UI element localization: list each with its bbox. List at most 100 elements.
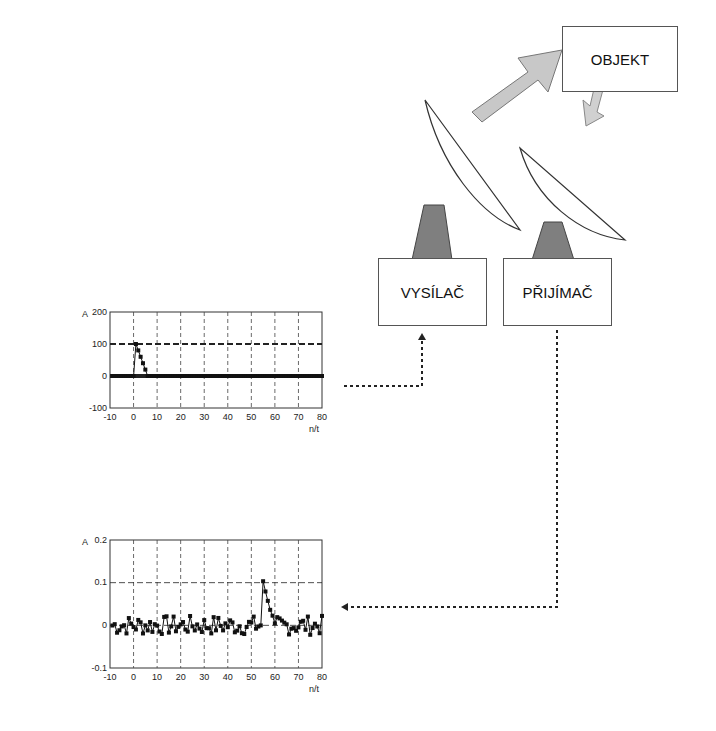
axis-label: 30 bbox=[199, 413, 209, 422]
sample-point bbox=[165, 614, 169, 618]
sample-point bbox=[132, 374, 136, 378]
axis-label: 0.1 bbox=[94, 578, 107, 587]
transmitter-dish bbox=[425, 100, 520, 230]
axis-label: -0.1 bbox=[91, 664, 107, 673]
axis-label: 10 bbox=[152, 413, 162, 422]
axis-label: 200 bbox=[92, 308, 107, 317]
dish-stand bbox=[412, 205, 452, 260]
receiver-box: PŘIJÍMAČ bbox=[503, 258, 612, 326]
grid-line bbox=[251, 312, 252, 408]
box-label: OBJEKT bbox=[591, 51, 649, 68]
signal-link bbox=[344, 334, 422, 386]
sample-point bbox=[160, 632, 164, 636]
sample-point bbox=[268, 608, 272, 612]
sample-point bbox=[193, 628, 197, 632]
transmit-arrow bbox=[472, 50, 562, 122]
signal-trace bbox=[112, 581, 322, 635]
grid-line bbox=[251, 540, 252, 668]
sample-point bbox=[287, 632, 291, 636]
grid-line bbox=[157, 540, 158, 668]
box-label: PŘIJÍMAČ bbox=[522, 284, 592, 301]
sample-point bbox=[207, 626, 211, 630]
sample-point bbox=[271, 614, 275, 618]
axis-label: n/t bbox=[309, 685, 319, 694]
plot-frame bbox=[110, 540, 322, 668]
sample-point bbox=[117, 628, 121, 632]
axis-label: 0 bbox=[131, 673, 136, 682]
sample-point bbox=[301, 619, 305, 623]
sample-point bbox=[134, 627, 138, 631]
sample-point bbox=[172, 615, 176, 619]
axis-label: -10 bbox=[103, 413, 116, 422]
axis-label: 40 bbox=[223, 673, 233, 682]
axis-label: 60 bbox=[270, 673, 280, 682]
axis-label: 50 bbox=[246, 673, 256, 682]
sample-point bbox=[318, 631, 322, 635]
sample-point bbox=[212, 615, 216, 619]
sample-point bbox=[146, 628, 150, 632]
axis-label: -100 bbox=[89, 404, 107, 413]
sample-point bbox=[209, 631, 213, 635]
sample-point bbox=[141, 361, 145, 365]
sample-point bbox=[320, 614, 324, 618]
plot-frame bbox=[110, 312, 322, 408]
grid-line bbox=[227, 312, 228, 408]
sample-point bbox=[127, 616, 131, 620]
sample-point bbox=[252, 615, 256, 619]
sample-point bbox=[304, 628, 308, 632]
sample-point bbox=[195, 622, 199, 626]
signal-trace bbox=[112, 344, 322, 376]
sample-point bbox=[266, 599, 270, 603]
sample-point bbox=[242, 632, 246, 636]
grid-line bbox=[157, 312, 158, 408]
grid-line bbox=[133, 312, 134, 408]
axis-label: 70 bbox=[293, 673, 303, 682]
sample-point bbox=[320, 374, 324, 378]
sample-point bbox=[134, 342, 138, 346]
axis-label: 40 bbox=[223, 413, 233, 422]
axis-label: 0 bbox=[131, 413, 136, 422]
sample-point bbox=[259, 623, 263, 627]
grid-line bbox=[110, 374, 322, 378]
axis-label: 80 bbox=[317, 673, 327, 682]
sample-point bbox=[261, 579, 265, 583]
axis-label: A bbox=[82, 538, 88, 547]
grid-line bbox=[274, 312, 275, 408]
sample-point bbox=[311, 626, 315, 630]
axis-label: 10 bbox=[152, 673, 162, 682]
grid-line bbox=[133, 540, 134, 668]
signal-link bbox=[342, 330, 557, 607]
grid-line bbox=[298, 540, 299, 668]
axis-label: 100 bbox=[92, 340, 107, 349]
sample-point bbox=[226, 625, 230, 629]
sample-point bbox=[273, 621, 277, 625]
sample-point bbox=[167, 631, 171, 635]
sample-point bbox=[150, 630, 154, 634]
sample-point bbox=[214, 628, 218, 632]
sample-point bbox=[308, 633, 312, 637]
dish-stand bbox=[532, 222, 574, 260]
axis-label: 0 bbox=[102, 621, 107, 630]
sample-point bbox=[148, 620, 152, 624]
grid-line bbox=[298, 312, 299, 408]
axis-label: 0.2 bbox=[94, 536, 107, 545]
sample-point bbox=[230, 620, 234, 624]
transmitter-box: VYSÍLAČ bbox=[378, 258, 487, 326]
grid-line bbox=[227, 540, 228, 668]
sample-point bbox=[238, 624, 242, 628]
axis-label: 20 bbox=[176, 673, 186, 682]
sample-point bbox=[141, 631, 145, 635]
axis-label: -10 bbox=[103, 673, 116, 682]
axis-label: n/t bbox=[309, 425, 319, 434]
sample-point bbox=[155, 624, 159, 628]
axis-label: A bbox=[82, 310, 88, 319]
sample-point bbox=[235, 629, 239, 633]
axis-label: 70 bbox=[293, 413, 303, 422]
grid-line bbox=[204, 312, 205, 408]
sample-point bbox=[223, 621, 227, 625]
sample-point bbox=[306, 615, 310, 619]
sample-point bbox=[249, 621, 253, 625]
sample-point bbox=[263, 589, 267, 593]
sample-point bbox=[181, 620, 185, 624]
